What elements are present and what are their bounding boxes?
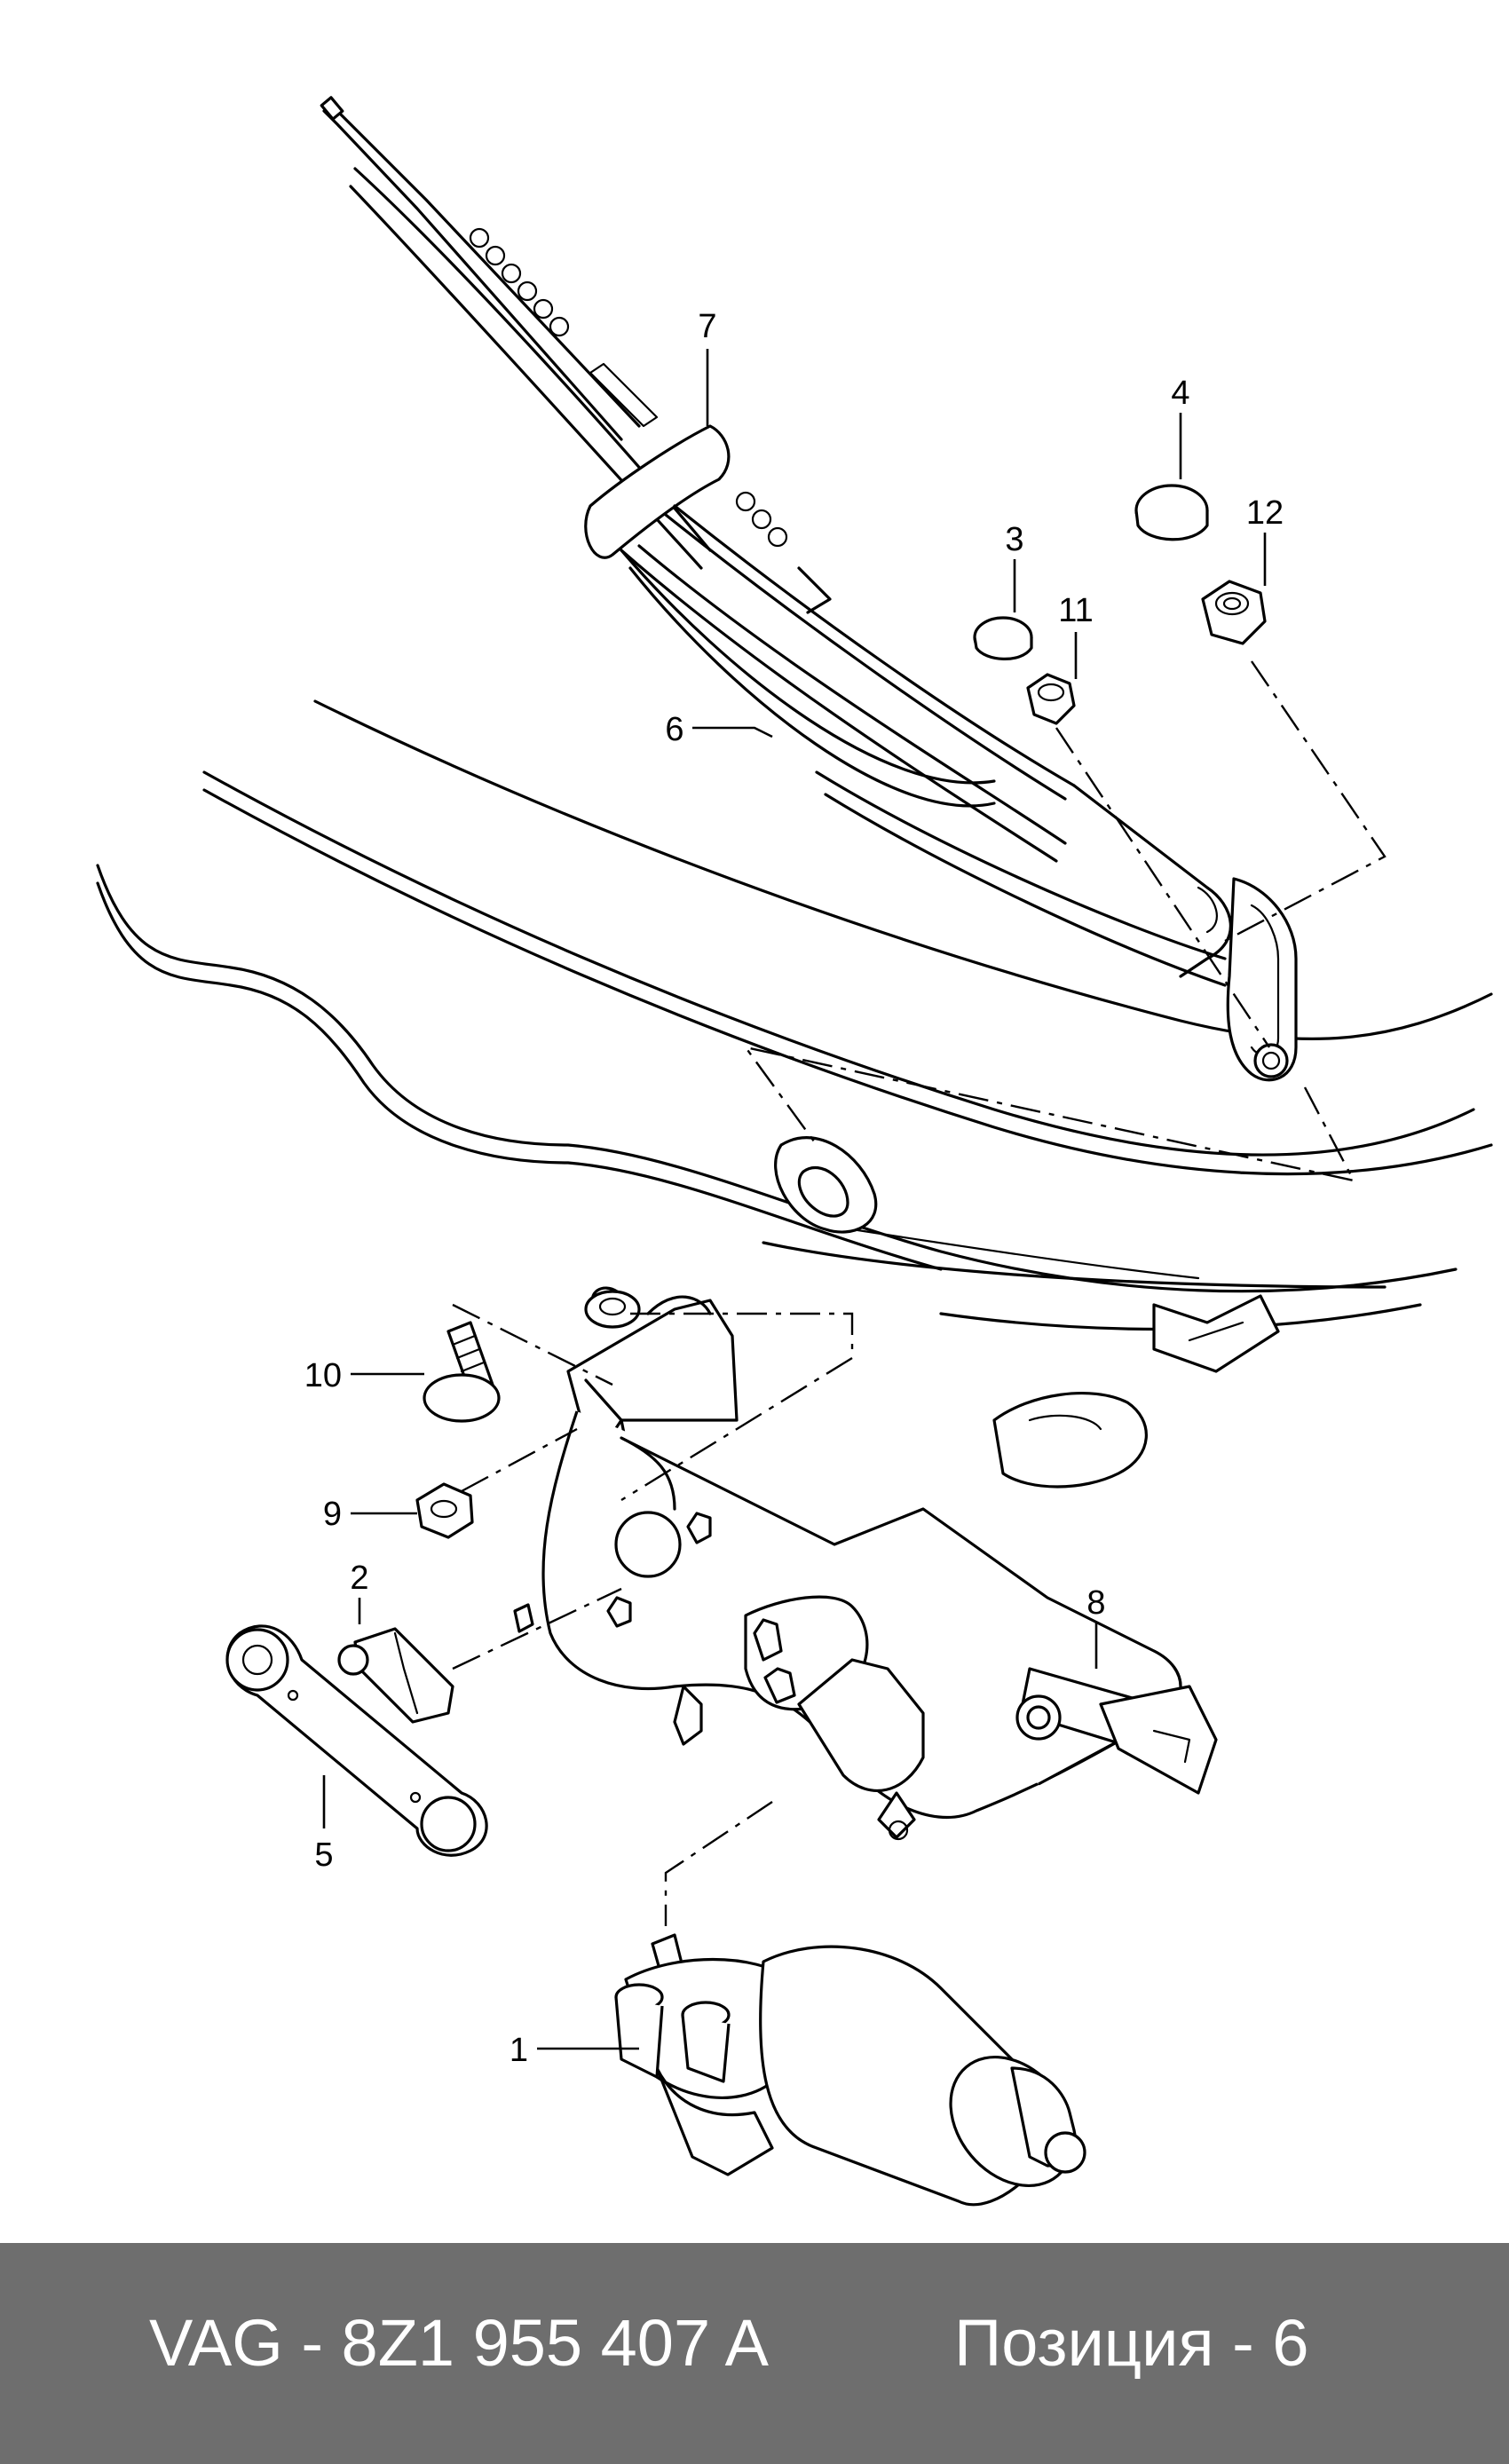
body-contour-lines	[96, 699, 1493, 1331]
callout-4: 4	[1171, 375, 1189, 412]
callout-1: 1	[510, 2032, 528, 2069]
wiper-frame	[513, 1286, 1280, 1841]
wiper-blade	[320, 96, 996, 808]
callout-7: 7	[698, 308, 716, 345]
wiper-assembly-diagram: 1 2 3 4 5 6 7 8 9 10 11 12	[96, 96, 1493, 2207]
leader-lines	[322, 349, 1267, 2050]
cap-4	[1134, 484, 1209, 541]
ball-joint	[337, 1627, 454, 1724]
wiper-motor	[614, 1933, 1086, 2207]
nut-9	[415, 1482, 474, 1539]
callout-5: 5	[314, 1836, 333, 1874]
nut-12	[1201, 580, 1267, 645]
cap-3	[973, 616, 1033, 660]
callout-2: 2	[350, 1560, 368, 1597]
part-number-label: VAG - 8Z1 955 407 A	[149, 2306, 769, 2380]
screw-10	[423, 1321, 501, 1423]
callout-3: 3	[1005, 521, 1023, 558]
position-label: Позиция - 6	[954, 2306, 1309, 2380]
nut-11	[1026, 673, 1076, 725]
callout-12: 12	[1246, 494, 1284, 532]
part-info-footer: VAG - 8Z1 955 407 A Позиция - 6	[0, 2243, 1509, 2464]
cowl-mounting-hole	[774, 1136, 878, 1234]
callout-8: 8	[1086, 1584, 1105, 1622]
callout-10: 10	[304, 1357, 342, 1394]
callout-9: 9	[323, 1496, 342, 1533]
grommet	[584, 1290, 641, 1329]
linkage-rod	[225, 1624, 488, 1857]
assembly-lines	[452, 660, 1387, 1926]
callout-6: 6	[665, 711, 683, 748]
callout-11: 11	[1058, 592, 1093, 629]
callout-labels: 1 2 3 4 5 6 7 8 9 10 11 12	[304, 308, 1284, 2069]
wiper-arm	[620, 504, 1298, 1082]
